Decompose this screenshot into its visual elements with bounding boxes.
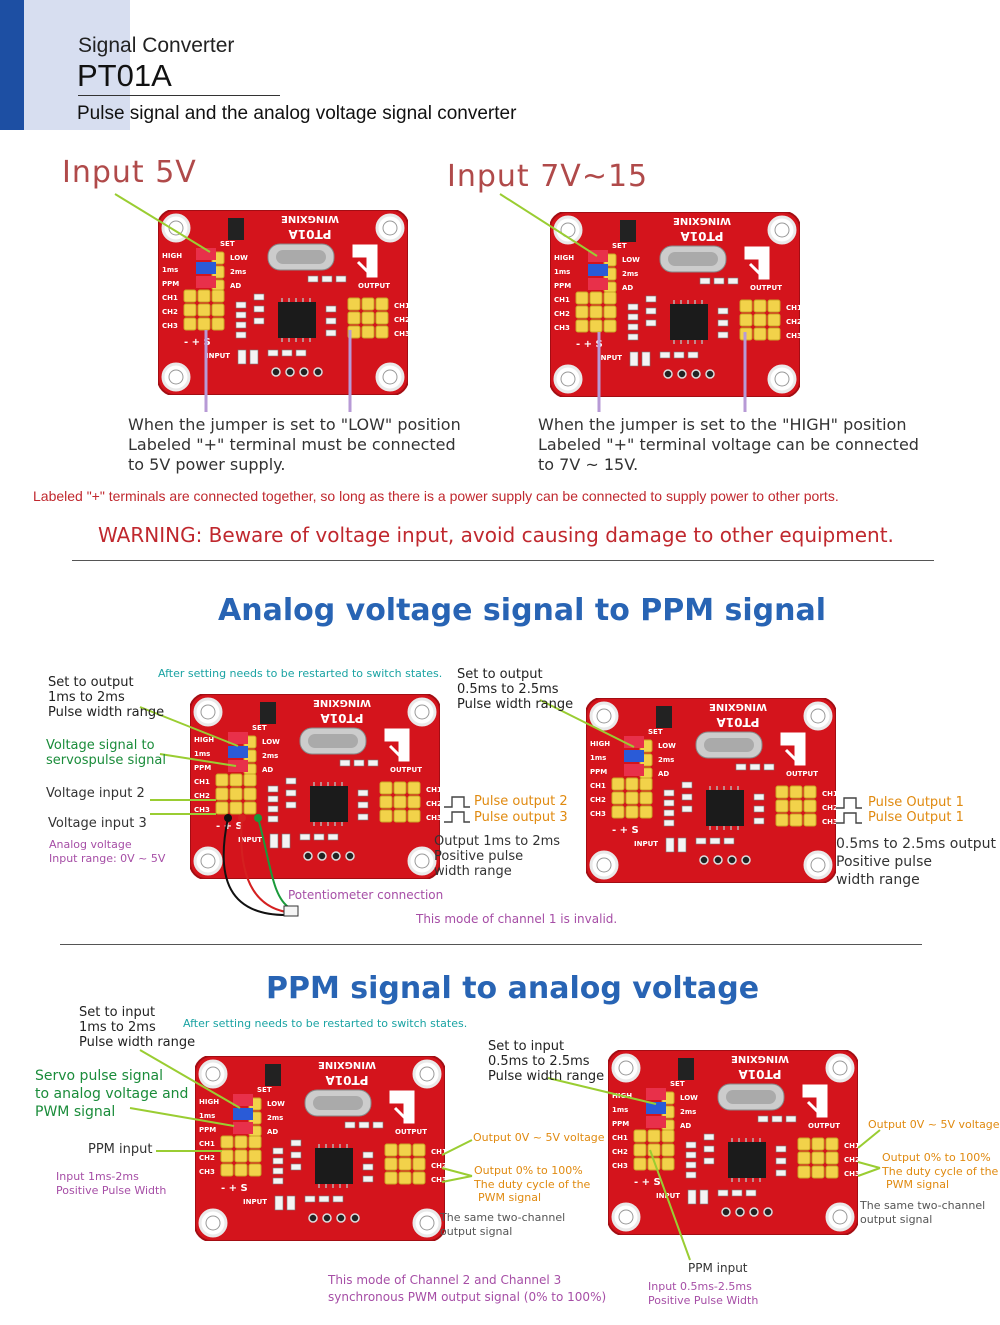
channel-1-invalid-note: This mode of channel 1 is invalid. [416, 912, 618, 926]
input-width-left-1: Input 1ms-2ms [56, 1170, 139, 1183]
out-volt-right-label: Output 0V ~ 5V voltage [868, 1118, 1000, 1131]
duty-left-3: PWM signal [478, 1191, 542, 1204]
servo-signal-label-3: PWM signal [35, 1104, 116, 1120]
analog-range-2: Input range: 0V ~ 5V [49, 852, 166, 865]
analog-to-ppm-title: Analog voltage signal to PPM signal [218, 593, 827, 628]
power-warning: WARNING: Beware of voltage input, avoid … [98, 523, 894, 547]
analog-range-1: Analog voltage [49, 838, 132, 851]
power-left-desc-2: Labeled "+" terminal must be connected [128, 435, 456, 454]
analog-right-output-1: 0.5ms to 2.5ms output [836, 836, 996, 852]
servo-signal-label-1: Servo pulse signal [35, 1068, 163, 1084]
power-left-desc-3: to 5V power supply. [128, 455, 286, 474]
ppm-to-analog-title: PPM signal to analog voltage [266, 971, 760, 1006]
out-volt-left-label: Output 0V ~ 5V voltage [473, 1131, 605, 1144]
potentiometer-label: Potentiometer connection [288, 888, 444, 902]
ppm-input-left-label: PPM input [88, 1142, 153, 1157]
analog-left-output-2: Positive pulse [434, 849, 524, 864]
voltage-input-3-label: Voltage input 3 [48, 816, 147, 831]
ppm-right-set-3: Pulse width range [488, 1069, 605, 1084]
power-right-desc-2: Labeled "+" terminal voltage can be conn… [538, 435, 919, 454]
voltage-input-2-label: Voltage input 2 [46, 786, 145, 801]
two-channel-right-2: output signal [860, 1213, 933, 1226]
header-divider [78, 95, 280, 96]
voltage-signal-label-2: servospulse signal [46, 753, 166, 768]
duty-left-2: The duty cycle of the [474, 1178, 591, 1191]
power-leader-lines [114, 193, 747, 412]
power-title-right: Input 7V~15 [447, 159, 649, 194]
power-right-desc-3: to 7V ~ 15V. [538, 455, 639, 474]
analog-left-set-2: 1ms to 2ms [48, 690, 125, 705]
power-title-left: Input 5V [62, 155, 197, 190]
sync-note-2: synchronous PWM output signal (0% to 100… [328, 1290, 607, 1304]
two-channel-left-1: The same two-channel [440, 1211, 566, 1224]
input-width-right-2: Positive Pulse Width [648, 1294, 759, 1307]
ppm-right-set-1: Set to input [488, 1039, 565, 1054]
ppm-left-set-2: 1ms to 2ms [79, 1020, 156, 1035]
header-subtitle: Signal Converter [78, 34, 235, 57]
ppm-input-right-label: PPM input [688, 1261, 748, 1275]
analog-right-output-2: Positive pulse [836, 854, 932, 870]
servo-signal-label-2: to analog voltage and [35, 1086, 189, 1102]
analog-left-output-1: Output 1ms to 2ms [434, 834, 561, 849]
power-left-desc-1: When the jumper is set to "LOW" position [128, 415, 461, 434]
sync-note-1: This mode of Channel 2 and Channel 3 [328, 1273, 562, 1287]
two-channel-right-1: The same two-channel [860, 1199, 986, 1212]
two-channel-left-2: output signal [440, 1225, 513, 1238]
duty-right-3: PWM signal [886, 1178, 950, 1191]
analog-left-output-3: width range [434, 864, 512, 879]
ppm-left-set-3: Pulse width range [79, 1035, 196, 1050]
header-accent-panel [24, 0, 130, 130]
header-tagline: Pulse signal and the analog voltage sign… [77, 103, 517, 124]
section-divider-1 [72, 560, 934, 561]
header-model: PT01A [77, 58, 172, 93]
duty-right-2: The duty cycle of the [882, 1165, 999, 1178]
ppm-restart-note: After setting needs to be restarted to s… [183, 1017, 468, 1030]
analog-right-set-3: Pulse width range [457, 697, 574, 712]
analog-leader-lines [139, 699, 862, 917]
section-divider-2 [60, 944, 922, 945]
power-right-desc-1: When the jumper is set to the "HIGH" pos… [538, 415, 907, 434]
analog-left-set-1: Set to output [48, 675, 134, 690]
analog-left-set-3: Pulse width range [48, 705, 165, 720]
pulse-output-1a-label: Pulse Output 1 [868, 795, 964, 810]
pulse-output-2-label: Pulse output 2 [474, 794, 568, 809]
header-accent-bar [0, 0, 24, 130]
duty-right-1: Output 0% to 100% [882, 1151, 991, 1164]
ppm-right-set-2: 0.5ms to 2.5ms [488, 1054, 590, 1069]
power-note: Labeled "+" terminals are connected toge… [33, 488, 839, 504]
duty-left-1: Output 0% to 100% [474, 1164, 583, 1177]
analog-right-set-1: Set to output [457, 667, 543, 682]
ppm-left-set-1: Set to input [79, 1005, 156, 1020]
input-width-right-1: Input 0.5ms-2.5ms [648, 1280, 752, 1293]
analog-right-output-3: width range [836, 872, 920, 888]
pulse-output-1b-label: Pulse Output 1 [868, 810, 964, 825]
input-width-left-2: Positive Pulse Width [56, 1184, 167, 1197]
analog-restart-note: After setting needs to be restarted to s… [158, 667, 443, 680]
pulse-output-3-label: Pulse output 3 [474, 810, 568, 825]
analog-right-set-2: 0.5ms to 2.5ms [457, 682, 559, 697]
voltage-signal-label-1: Voltage signal to [46, 738, 155, 753]
